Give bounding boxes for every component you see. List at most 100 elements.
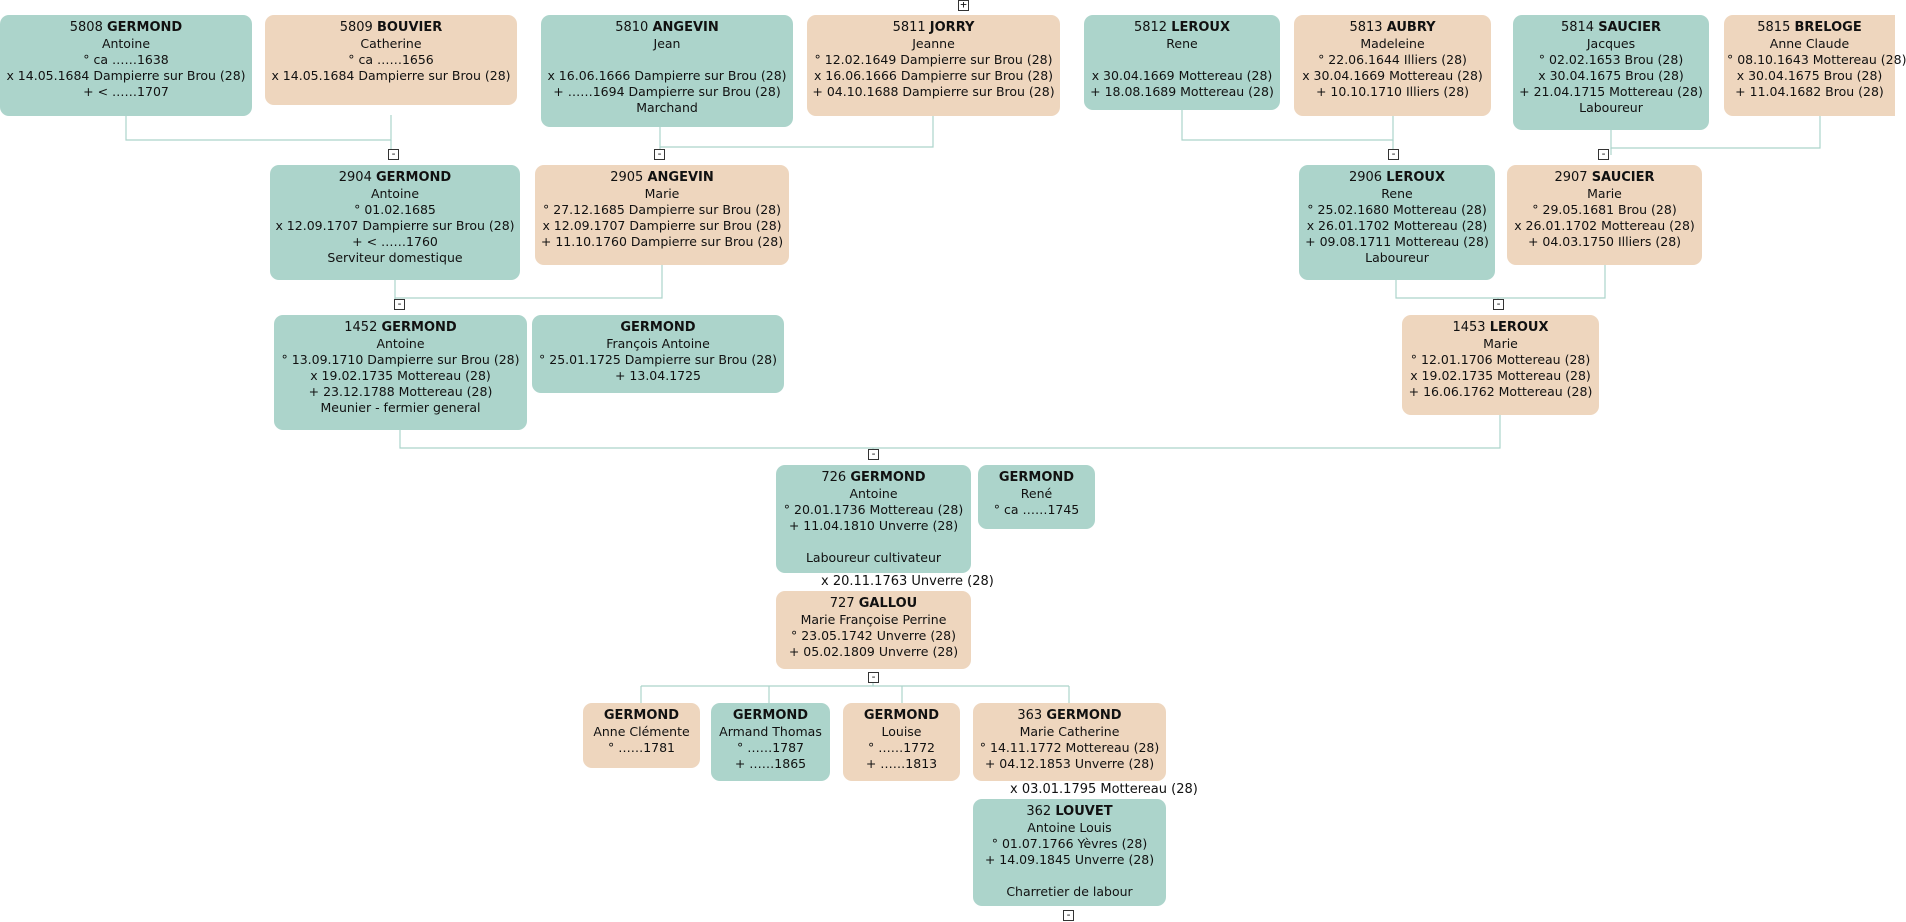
person-detail-line: ° 25.01.1725 Dampierre sur Brou (28)	[539, 352, 777, 367]
person-detail-line: x 26.01.1702 Mottereau (28)	[1306, 218, 1488, 233]
person-given-name: Rene	[1381, 186, 1413, 201]
person-detail-line: Laboureur	[1365, 250, 1429, 265]
person-number: 727	[829, 596, 855, 611]
collapse-button-2906[interactable]: -	[1388, 148, 1399, 160]
person-surname: GERMOND	[603, 708, 680, 723]
person-detail-line: x 12.09.1707 Dampierre sur Brou (28)	[542, 218, 782, 233]
person-detail-line: Marchand	[636, 100, 698, 115]
person-detail-line: x 14.05.1684 Dampierre sur Brou (28)	[271, 68, 511, 83]
person-name: 726 GERMOND	[779, 470, 968, 486]
person-name: 362 LOUVET	[976, 804, 1163, 820]
person-given-name: Jeanne	[912, 36, 955, 51]
person-number: 5808	[69, 20, 103, 35]
connector-5812-5813	[1181, 110, 1394, 141]
person-detail-line: + 16.06.1762 Mottereau (28)	[1408, 384, 1593, 399]
person-detail-line: + 11.04.1682 Brou (28)	[1735, 84, 1884, 99]
person-name: 2906 LEROUX	[1302, 170, 1492, 186]
marriage-label-363-362: x 03.01.1795 Mottereau (28)	[1010, 782, 1198, 797]
collapse-button-362[interactable]: -	[1063, 909, 1074, 921]
person-number: 2906	[1348, 170, 1383, 185]
person-name: 5812 LEROUX	[1087, 20, 1277, 36]
person-given-name: Marie	[1587, 186, 1622, 201]
collapse-button-2905[interactable]: -	[654, 148, 665, 160]
person-name: 5814 SAUCIER	[1516, 20, 1706, 36]
person-number: 363	[1017, 708, 1043, 723]
person-detail-line: ° 27.12.1685 Dampierre sur Brou (28)	[543, 202, 781, 217]
person-detail-line: ° 12.01.1706 Mottereau (28)	[1410, 352, 1591, 367]
person-detail-line: + 04.03.1750 Illiers (28)	[1527, 234, 1682, 249]
person-name: 5815 BRELOGE	[1727, 20, 1892, 36]
person-name: GERMOND	[846, 708, 957, 724]
person-number: 2905	[610, 170, 644, 185]
person-surname: GALLOU	[858, 596, 918, 611]
person-name: 1452 GERMOND	[277, 320, 524, 336]
person-detail-line: ° 02.02.1653 Brou (28)	[1538, 52, 1684, 67]
person-given-name: Antoine	[370, 186, 420, 201]
person-surname: GERMOND	[1046, 708, 1122, 723]
person-surname: GERMOND	[376, 170, 452, 185]
collapse-button-children[interactable]: -	[868, 671, 879, 683]
person-detail-line	[544, 52, 790, 68]
person-detail-line: ° 25.02.1680 Mottereau (28)	[1307, 202, 1487, 217]
person-given-name: Marie Françoise Perrine	[800, 612, 947, 627]
person-surname: LEROUX	[1171, 20, 1231, 35]
person-name: 5813 AUBRY	[1297, 20, 1488, 36]
person-detail-line	[1087, 52, 1277, 68]
collapse-button-2907[interactable]: -	[1598, 148, 1609, 160]
collapse-button-1452[interactable]: -	[394, 298, 405, 310]
person-detail-line: ° 01.07.1766 Yèvres (28)	[991, 836, 1148, 851]
person-surname: JORRY	[929, 20, 975, 35]
person-number: 5815	[1757, 20, 1791, 35]
person-detail-line: ° 12.02.1649 Dampierre sur Brou (28)	[814, 52, 1053, 67]
person-surname: BRELOGE	[1794, 20, 1862, 35]
person-surname: LEROUX	[1489, 320, 1549, 335]
person-name: GERMOND	[535, 320, 781, 336]
person-detail-line: + < ……1707	[83, 84, 169, 99]
person-given-name: Louise	[881, 724, 922, 739]
person-detail-line: + 21.04.1715 Mottereau (28)	[1519, 84, 1703, 99]
person-number: 1452	[344, 320, 378, 335]
person-surname: AUBRY	[1386, 20, 1436, 35]
person-detail-line: + < ……1760	[352, 234, 438, 249]
collapse-button-2904[interactable]: -	[388, 148, 399, 160]
person-detail-line: ° 22.06.1644 Illiers (28)	[1318, 52, 1467, 67]
person-detail-line: x 30.04.1675 Brou (28)	[1538, 68, 1684, 83]
person-detail-line: + 09.08.1711 Mottereau (28)	[1305, 234, 1489, 249]
person-given-name: Catherine	[360, 36, 422, 51]
person-given-name: Anne Clémente	[593, 724, 690, 739]
person-surname: GERMOND	[107, 20, 183, 35]
expand-ancestors-button[interactable]: +	[958, 0, 969, 11]
person-name: GERMOND	[714, 708, 827, 724]
collapse-button-726[interactable]: -	[868, 448, 879, 460]
person-detail-line: ° 20.01.1736 Mottereau (28)	[783, 502, 964, 517]
collapse-button-1453[interactable]: -	[1493, 298, 1504, 310]
person-name: 2904 GERMOND	[273, 170, 517, 186]
person-given-name: Marie	[1483, 336, 1518, 351]
person-name: 5809 BOUVIER	[268, 20, 514, 36]
connector-5808-5809	[125, 115, 392, 141]
person-detail-line: Meunier - fermier general	[320, 400, 481, 415]
